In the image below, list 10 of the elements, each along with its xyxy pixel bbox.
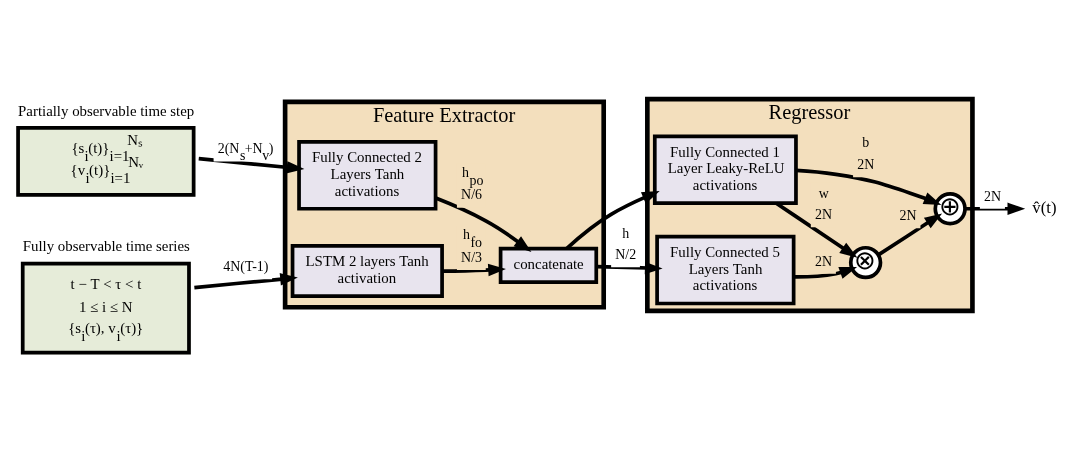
edge-label: 4N(T-1) [223, 258, 269, 274]
edge-label: b 2N [857, 134, 875, 172]
node-label: Fully observable time series [22, 237, 190, 254]
edge-label: 2N [815, 253, 833, 269]
edge-label: 2N [984, 188, 1002, 204]
edge-label: 2N [899, 207, 917, 223]
edge-label: w 2N [815, 185, 833, 222]
label: v̂(t) [1032, 197, 1057, 217]
node-label: Partially observable time step [18, 102, 195, 119]
edge-label: h N/2 [615, 225, 637, 262]
